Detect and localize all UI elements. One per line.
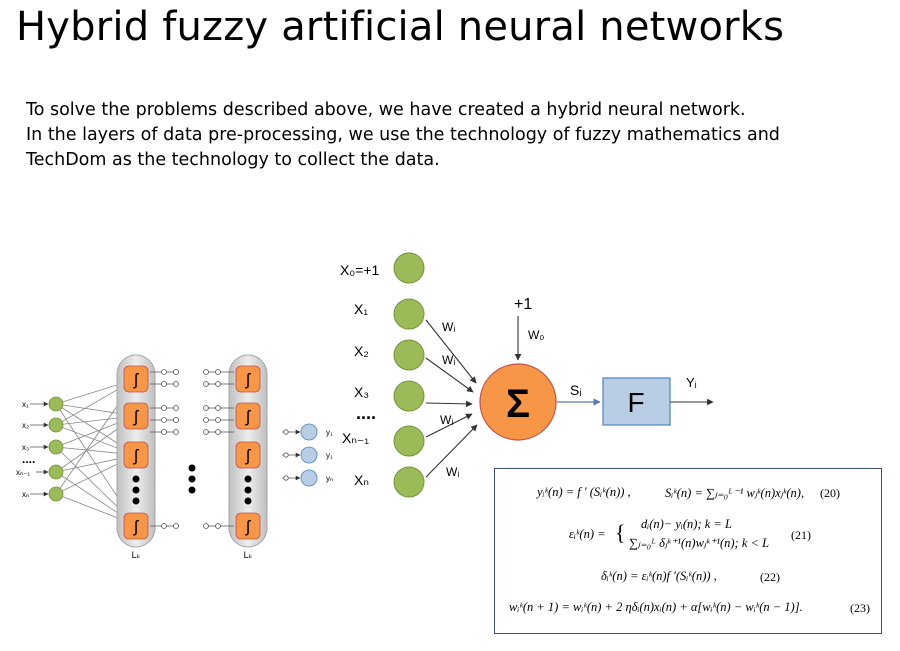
neuron-input-label: X₀=+1 — [340, 262, 380, 278]
fuzzy-neuron — [123, 365, 149, 393]
fuzzy-neuron — [235, 441, 261, 469]
input-neuron — [393, 339, 425, 371]
input-neuron — [393, 298, 425, 330]
weight-label: Wᵢ — [440, 413, 453, 427]
equation-20-rhs: Sᵢᵏ(n) = ∑ⱼ₌₀ᴸ⁻¹ wⱼᵏ(n)xⱼᵏ(n), — [665, 486, 805, 500]
equation-number: (21) — [791, 528, 811, 542]
integral-symbol: ʃ — [133, 370, 139, 389]
fuzzy-neuron — [123, 441, 149, 469]
fuzzy-neuron — [235, 512, 261, 540]
neuron-input-label: Xₙ — [354, 472, 369, 488]
input-neuron — [393, 252, 425, 284]
equation-23: wᵢᵏ(n + 1) = wᵢᵏ(n) + 2 ηδᵢ(n)xᵢ(n) + α[… — [509, 600, 803, 614]
paragraph-line: In the layers of data pre-processing, we… — [26, 125, 780, 145]
output-node — [300, 423, 318, 441]
paragraph-line: To solve the problems described above, w… — [26, 100, 746, 120]
fuzzy-neuron — [123, 512, 149, 540]
input-neuron — [393, 380, 425, 412]
sigma-symbol: Σ — [506, 382, 530, 426]
input-node — [48, 464, 64, 480]
integral-symbol: ʃ — [245, 517, 251, 536]
weight-label: Wᵢ — [446, 465, 459, 479]
neuron-input-label: Xₙ₋₁ — [342, 430, 369, 446]
equation-number: (22) — [760, 570, 780, 584]
equation-number: (23) — [850, 601, 870, 615]
integral-symbol: ʃ — [245, 446, 251, 465]
slide-title: Hybrid fuzzy artificial neural networks — [16, 4, 785, 50]
integral-symbol: ʃ — [133, 517, 139, 536]
fuzzy-neuron — [123, 402, 149, 430]
output-label: yₙ — [326, 474, 333, 483]
integral-symbol: ʃ — [245, 407, 251, 426]
input-label: xₙ — [22, 490, 29, 499]
output-nodes: y₁ y₁ yₙ — [282, 423, 333, 487]
integral-symbol: ʃ — [133, 407, 139, 426]
input-node — [48, 439, 64, 455]
intro-paragraph: To solve the problems described above, w… — [26, 98, 786, 173]
paragraph-line: TechDom as the technology to collect the… — [26, 150, 440, 170]
neuron-inputs: X₀=+1 X₁ X₂ X₃ Xₙ₋₁ Xₙ .... Wᵢ Wᵢ Wᵢ — [340, 252, 478, 498]
input-neuron — [393, 425, 425, 457]
output-label: y₁ — [326, 451, 333, 460]
input-node — [48, 486, 64, 502]
neuron-input-label: X₃ — [354, 384, 369, 400]
input-dots: .... — [22, 452, 35, 466]
input-label: x₂ — [22, 421, 29, 430]
brace-icon: { — [615, 520, 626, 545]
equation-21-case2: ∑ⱼ₌₀ᴸ δⱼᵏ⁺¹(n)wⱼᵏ⁺¹(n); k < L — [629, 536, 770, 550]
equation-20-lhs: yᵢᵏ(n) = f ′ (Sᵢᵏ(n)) , — [537, 485, 631, 499]
layer-label: Lₖ — [244, 550, 253, 560]
input-node — [48, 417, 64, 433]
bias-weight-label: W₀ — [528, 328, 544, 342]
output-label: Yᵢ — [686, 375, 697, 390]
activation-box — [602, 377, 671, 426]
weight-label: Wᵢ — [442, 353, 455, 367]
equations-box: yᵢᵏ(n) = f ′ (Sᵢᵏ(n)) , Sᵢᵏ(n) = ∑ⱼ₌₀ᴸ⁻¹… — [494, 468, 882, 634]
summation-unit: +1 W₀ Σ Sᵢ F Yᵢ — [479, 296, 714, 441]
neuron-input-label: X₁ — [354, 301, 368, 317]
input-label: x₁ — [22, 400, 29, 409]
output-label: y₁ — [326, 428, 333, 437]
sum-output-label: Sᵢ — [570, 382, 582, 398]
input-label: x₃ — [22, 443, 29, 452]
output-node — [300, 446, 318, 464]
input-neuron — [393, 466, 425, 498]
fuzzy-neuron — [235, 402, 261, 430]
output-node — [300, 469, 318, 487]
neuron-input-label: X₂ — [354, 343, 369, 359]
equation-22: δᵢᵏ(n) = εᵢᵏ(n)f ′(Sᵢᵏ(n)) , — [601, 569, 717, 583]
activation-label: F — [627, 387, 644, 418]
summation-node — [479, 363, 557, 441]
equation-21-lhs: εᵢᵏ(n) = — [569, 527, 606, 541]
bias-label: +1 — [514, 296, 532, 313]
input-node — [48, 396, 64, 412]
fuzzy-neuron — [235, 365, 261, 393]
integral-symbol: ʃ — [245, 370, 251, 389]
input-label: xₙ₋₁ — [16, 468, 30, 477]
layer-label: Lₖ — [132, 550, 141, 560]
fuzzy-layer-column: ʃ ʃ ʃ ʃ ʃ ʃ ʃ ʃ Lₖ Lₖ — [116, 354, 268, 560]
weight-label: Wᵢ — [442, 320, 455, 334]
equation-21-case1: dᵢ(n)− yᵢ(n); k = L — [641, 517, 732, 531]
neuron-dots: .... — [356, 403, 376, 423]
integral-symbol: ʃ — [133, 446, 139, 465]
equation-number: (20) — [820, 486, 840, 500]
